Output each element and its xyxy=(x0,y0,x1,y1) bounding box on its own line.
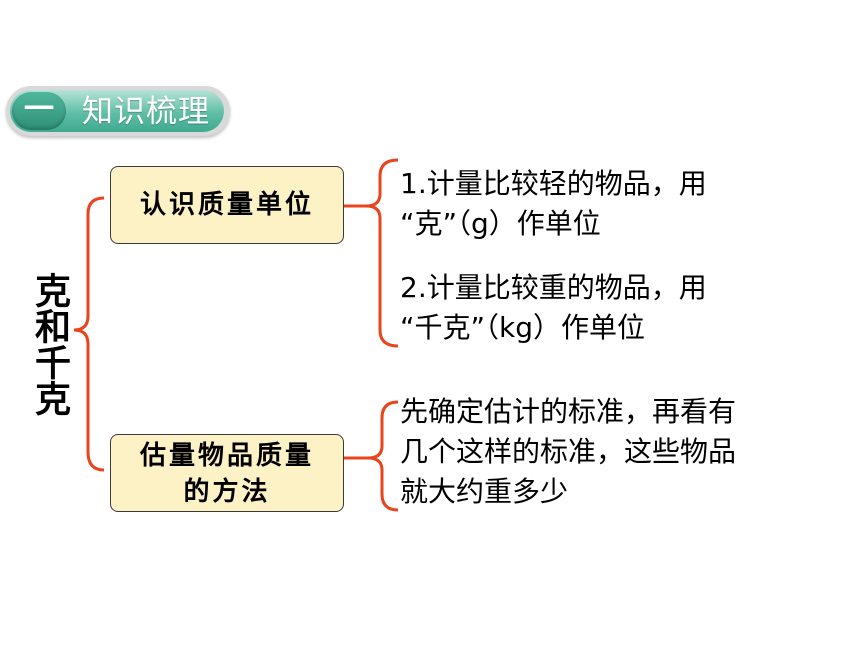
leaf-estimation-line-1: 先确定估计的标准，再看有 xyxy=(400,395,737,428)
section-title: 知识梳理 xyxy=(82,94,210,130)
branch-box-label-line-1: 估量物品质量 xyxy=(139,441,314,471)
branch-box-label-line-2: 的方法 xyxy=(183,477,271,507)
leaf-estimation-method: 先确定估计的标准，再看有 几个这样的标准，这些物品 就大约重多少 xyxy=(400,392,736,512)
branch-box-label: 认识质量单位 xyxy=(139,190,314,220)
section-number: 一 xyxy=(24,92,54,127)
leaf-kilogram-line-1: 2.计量比较重的物品，用 xyxy=(400,271,707,304)
leaf-kilogram-line-2: “千克”（kg）作单位 xyxy=(400,311,646,344)
leaf-gram: 1.计量比较轻的物品，用 “克”（g）作单位 xyxy=(400,164,707,244)
leaf-estimation-line-2: 几个这样的标准，这些物品 xyxy=(400,435,737,468)
leaf-gram-line-1: 1.计量比较轻的物品，用 xyxy=(400,167,707,200)
branch-2-brace xyxy=(367,400,399,512)
leaf-estimation-line-3: 就大约重多少 xyxy=(400,475,569,508)
root-label: 克和千克 xyxy=(29,272,70,416)
root-brace xyxy=(73,196,105,472)
branch-1-brace xyxy=(365,158,399,348)
section-header: 一 知识梳理 xyxy=(6,86,230,138)
branch-box-units: 认识质量单位 xyxy=(110,166,344,244)
branch-box-estimation: 估量物品质量 的方法 xyxy=(110,434,344,512)
section-number-badge xyxy=(12,92,66,130)
leaf-gram-line-2: “克”（g）作单位 xyxy=(400,207,601,240)
leaf-kilogram: 2.计量比较重的物品，用 “千克”（kg）作单位 xyxy=(400,268,707,348)
